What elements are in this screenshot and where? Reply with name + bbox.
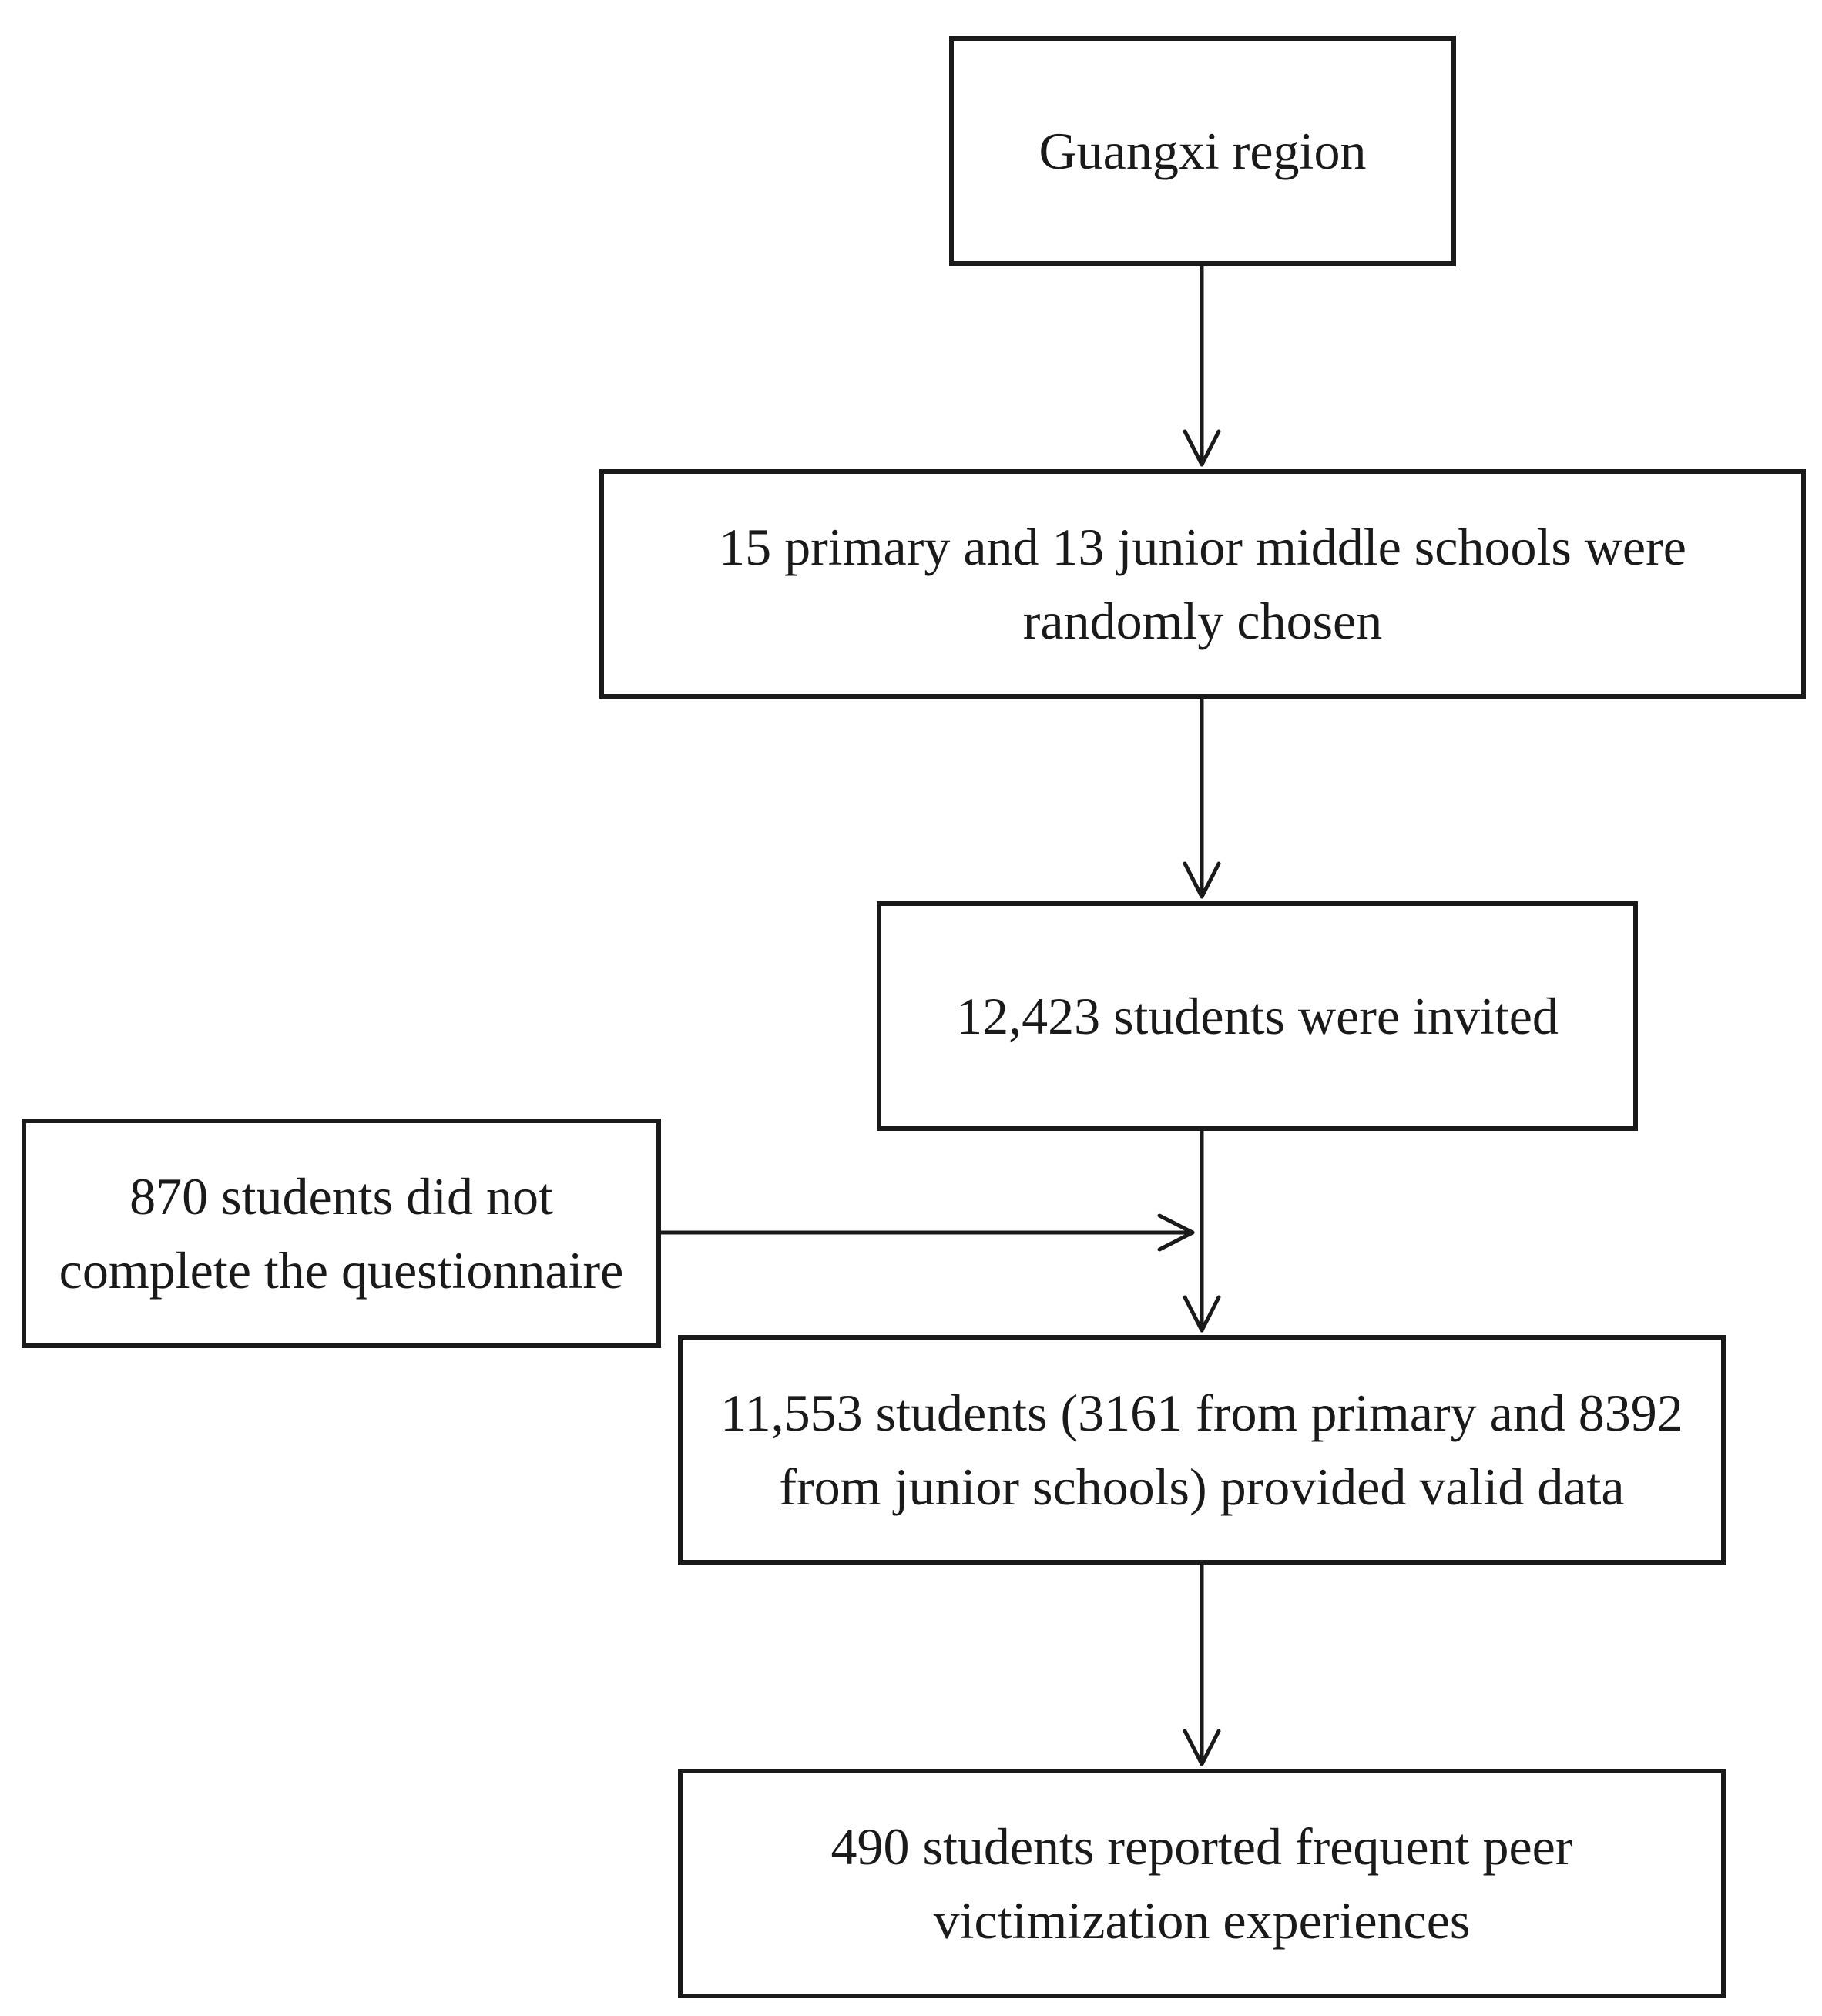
box-students-invited: 12,423 students were invited: [877, 901, 1638, 1131]
box-valid-data-label: 11,553 students (3161 from primary and 8…: [720, 1384, 1683, 1516]
arrowhead-valid-to-victimized: [1183, 1729, 1221, 1766]
arrowhead-excluded-to-flow: [1157, 1213, 1195, 1252]
box-peer-victimization: 490 students reported frequent peer vict…: [678, 1769, 1726, 1998]
box-guangxi-region-label: Guangxi region: [1039, 122, 1367, 180]
box-guangxi-region: Guangxi region: [949, 36, 1456, 266]
box-schools-chosen-label: 15 primary and 13 junior middle schools …: [719, 518, 1686, 650]
arrowhead-region-to-schools: [1183, 429, 1221, 467]
box-peer-victimization-label: 490 students reported frequent peer vict…: [830, 1817, 1573, 1950]
box-students-invited-label: 12,423 students were invited: [956, 987, 1559, 1045]
box-students-excluded: 870 students did not complete the questi…: [22, 1119, 661, 1348]
box-schools-chosen: 15 primary and 13 junior middle schools …: [599, 469, 1806, 699]
arrowhead-invited-to-valid: [1183, 1295, 1221, 1333]
arrowhead-schools-to-invited: [1183, 861, 1221, 899]
box-valid-data: 11,553 students (3161 from primary and 8…: [678, 1335, 1726, 1565]
box-students-excluded-label: 870 students did not complete the questi…: [59, 1167, 624, 1300]
